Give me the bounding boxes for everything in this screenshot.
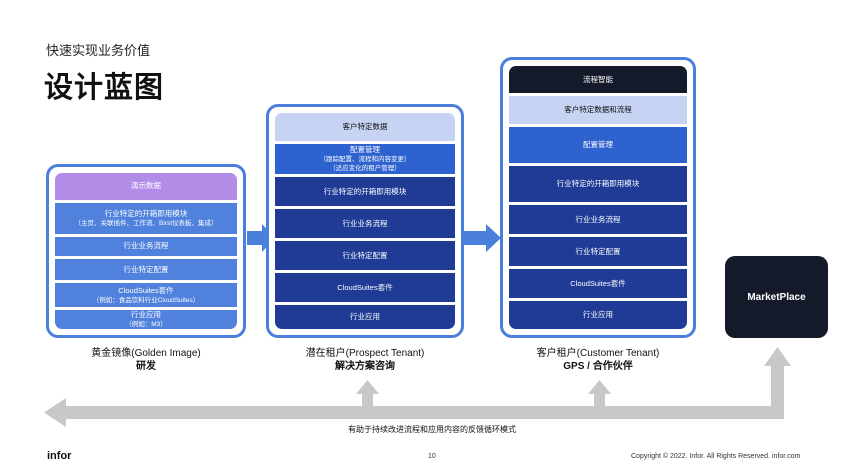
golden-image-stack: 演示数据 行业特定的开箱即用模块 （主页、关联插件、工作流、Birst仪表板、集… [55, 173, 237, 330]
stage1-row-label: 演示数据 [131, 181, 161, 191]
stage2-row-sub2: （适应变化的租户管理） [329, 165, 401, 172]
stage3-row-label: 行业业务流程 [575, 214, 621, 224]
feedback-loop-label: 有助于持续改进流程和应用内容的反馈循环模式 [348, 425, 516, 434]
golden-image-frame: 演示数据 行业特定的开箱即用模块 （主页、关联插件、工作流、Birst仪表板、集… [46, 164, 246, 338]
stage1-row-label: 行业特定配置 [123, 264, 169, 274]
copyright-text: Copyright © 2022. Infor. All Rights Rese… [631, 453, 801, 460]
stage3-row-label: 行业应用 [583, 310, 613, 319]
stage2-row-industry-app: 行业应用 [275, 305, 455, 329]
stage3-row-customer-data-process: 客户特定数据和流程 [509, 96, 687, 124]
marketplace-box: MarketPlace [725, 256, 828, 338]
flow-arrow-2-shaft [463, 231, 487, 245]
page-title: 设计蓝图 [44, 72, 165, 104]
page-subtitle: 快速实现业务价值 [46, 43, 151, 58]
stage1-row-sub: （主页、关联插件、工作流、Birst仪表板、集成） [74, 219, 218, 227]
stage2-row-label: 行业特定配置 [342, 250, 388, 260]
stage3-row-label: 行业特定配置 [575, 246, 621, 256]
stage2-row-label: 行业特定的开箱即用模块 [323, 186, 407, 196]
stage3-row-label: 流程智能 [583, 74, 613, 84]
feedback-up-arrow-marketplace-icon [764, 347, 791, 366]
stage1-row-label: 行业业务流程 [123, 241, 169, 251]
stage1-row-ootb-modules: 行业特定的开箱即用模块 （主页、关联插件、工作流、Birst仪表板、集成） [55, 202, 237, 234]
feedback-up-arrow-customer-icon [588, 380, 611, 394]
caption-line2: 解决方案咨询 [335, 361, 395, 372]
stage2-row-business-process: 行业业务流程 [275, 209, 455, 238]
stage3-row-label: CloudSuites套件 [570, 278, 626, 288]
stage3-row-config: 行业特定配置 [509, 237, 687, 266]
flow-arrow-1-shaft [247, 231, 263, 245]
stage3-row-config-mgmt: 配置管理 [509, 127, 687, 163]
caption-line2: GPS / 合作伙伴 [563, 361, 633, 372]
stage2-row-label: 行业应用 [350, 312, 380, 321]
stage1-row-cloudsuites: CloudSuites套件 （例如：食品饮料行业CloudSuites） [55, 283, 237, 308]
infor-logo: infor [47, 450, 72, 462]
customer-tenant-stack: 流程智能 客户特定数据和流程 配置管理 行业特定的开箱即用模块 行业业务流程 行… [509, 66, 687, 329]
stage3-row-ootb-modules: 行业特定的开箱即用模块 [509, 166, 687, 202]
stage3-row-industry-app: 行业应用 [509, 301, 687, 329]
caption-line1: 黄金镜像(Golden Image) [91, 348, 201, 359]
prospect-tenant-frame: 客户特定数据 配置管理 （跟踪配置、流程和内容变更） （适应变化的租户管理） 行… [266, 104, 464, 338]
stage3-row-process-intelligence: 流程智能 [509, 66, 687, 93]
stage2-row-customer-data: 客户特定数据 [275, 113, 455, 141]
stage2-row-config-mgmt: 配置管理 （跟踪配置、流程和内容变更） （适应变化的租户管理） [275, 144, 455, 174]
stage2-row-label: 配置管理 [350, 145, 380, 154]
feedback-up-arrow-prospect-icon [356, 380, 379, 394]
customer-tenant-frame: 流程智能 客户特定数据和流程 配置管理 行业特定的开箱即用模块 行业业务流程 行… [500, 57, 696, 338]
stage2-row-ootb-modules: 行业特定的开箱即用模块 [275, 177, 455, 206]
stage2-row-sub: （跟踪配置、流程和内容变更） [319, 156, 411, 163]
stage2-row-config: 行业特定配置 [275, 241, 455, 270]
feedback-riser-customer [594, 392, 605, 408]
stage3-row-label: 客户特定数据和流程 [564, 105, 632, 114]
stage1-row-label: 行业应用 [131, 310, 161, 320]
caption-line1: 潜在租户(Prospect Tenant) [305, 348, 425, 359]
stage3-row-business-process: 行业业务流程 [509, 205, 687, 234]
feedback-riser-prospect [362, 392, 373, 408]
stage1-row-demo-data: 演示数据 [55, 173, 237, 200]
feedback-bar [62, 406, 784, 419]
golden-image-caption: 黄金镜像(Golden Image) 研发 [46, 347, 246, 373]
stage2-row-cloudsuites: CloudSuites套件 [275, 273, 455, 302]
stage1-row-sub: （例如：食品饮料行业CloudSuites） [92, 296, 200, 304]
marketplace-label: MarketPlace [747, 291, 806, 303]
prospect-tenant-caption: 潜在租户(Prospect Tenant) 解决方案咨询 [266, 347, 464, 373]
stage1-row-config: 行业特定配置 [55, 259, 237, 281]
stage1-row-industry-app: 行业应用 （例如：M3） [55, 310, 237, 330]
feedback-riser-marketplace [771, 364, 784, 419]
flow-arrow-2-icon [486, 224, 501, 252]
stage1-row-business-process: 行业业务流程 [55, 236, 237, 257]
stage1-row-label: CloudSuites套件 [118, 285, 174, 295]
stage2-row-label: CloudSuites套件 [337, 282, 393, 292]
stage2-row-label: 客户特定数据 [342, 122, 388, 131]
customer-tenant-caption: 客户租户(Customer Tenant) GPS / 合作伙伴 [500, 347, 696, 373]
stage1-row-sub: （例如：M3） [125, 321, 167, 329]
stage3-row-cloudsuites: CloudSuites套件 [509, 269, 687, 298]
feedback-left-arrow-icon [44, 398, 66, 427]
stage3-row-label: 配置管理 [583, 140, 613, 149]
caption-line1: 客户租户(Customer Tenant) [536, 348, 660, 359]
stage3-row-label: 行业特定的开箱即用模块 [556, 179, 640, 188]
caption-line2: 研发 [136, 361, 156, 372]
page-number: 10 [428, 453, 436, 460]
stage2-row-label: 行业业务流程 [342, 218, 388, 228]
stage1-row-label: 行业特定的开箱即用模块 [104, 208, 188, 218]
prospect-tenant-stack: 客户特定数据 配置管理 （跟踪配置、流程和内容变更） （适应变化的租户管理） 行… [275, 113, 455, 329]
